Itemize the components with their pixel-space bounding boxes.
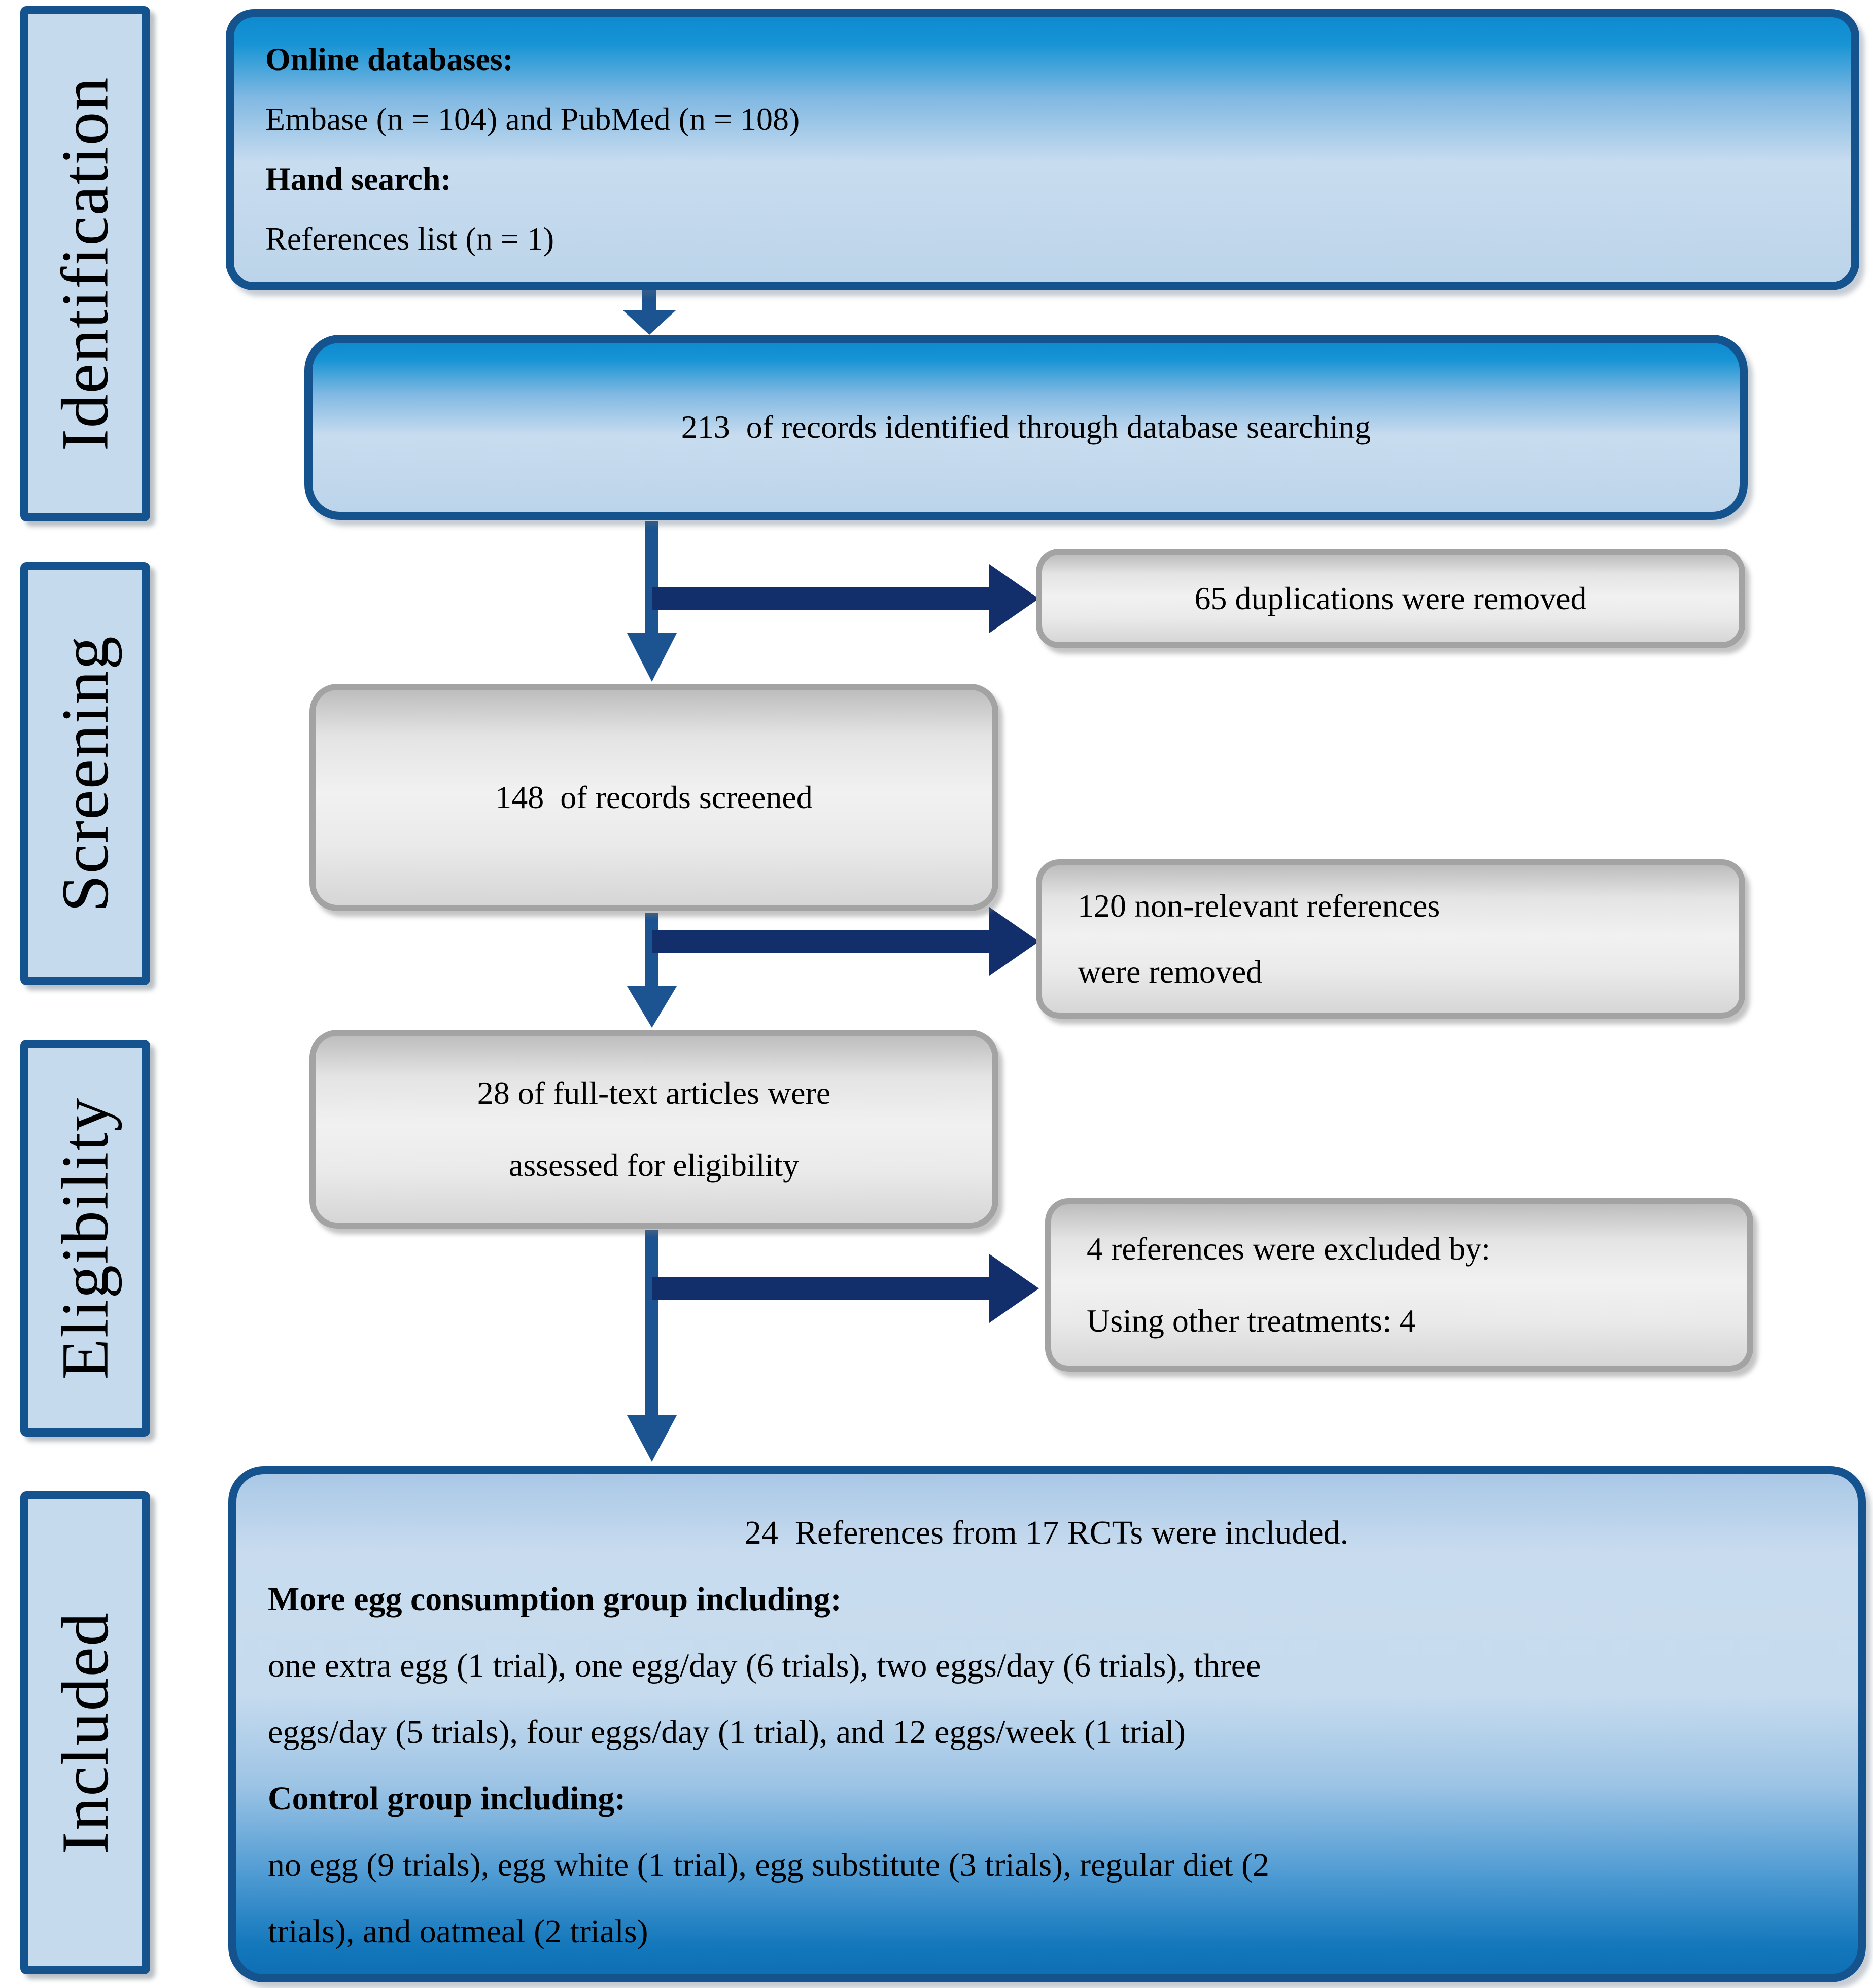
online-databases-value: Embase (n = 104) and PubMed (n = 108) <box>265 101 800 137</box>
included-summary: 24 References from 17 RCTs were included… <box>744 1514 1349 1551</box>
hand-search-value: References list (n = 1) <box>265 221 554 257</box>
arrow-down-fulltext-to-included-icon <box>627 1230 677 1462</box>
records-identified-box: 213 of records identified through databa… <box>304 335 1748 520</box>
stage-identification-label: Identification <box>48 76 123 451</box>
arrow-right-duplications-icon <box>652 564 1039 633</box>
records-screened-text: 148 of records screened <box>495 779 813 815</box>
control-group-text: no egg (9 trials), egg white (1 trial), … <box>268 1846 1269 1950</box>
nonrelevant-removed-box: 120 non-relevant references were removed <box>1036 859 1745 1019</box>
stage-screening: Screening <box>20 562 150 985</box>
control-group-label: Control group including: <box>268 1780 626 1817</box>
duplications-removed-box: 65 duplications were removed <box>1036 549 1745 648</box>
stage-screening-label: Screening <box>48 635 122 912</box>
arrow-right-excluded-icon <box>652 1254 1039 1323</box>
stage-eligibility-label: Eligibility <box>48 1097 123 1380</box>
hand-search-label: Hand search: <box>265 161 452 197</box>
arrow-down-sources-to-identified-icon <box>623 289 676 335</box>
sources-box: Online databases: Embase (n = 104) and P… <box>226 9 1859 290</box>
fulltext-assessed-text: 28 of full-text articles were assessed f… <box>477 1075 831 1183</box>
more-group-text: one extra egg (1 trial), one egg/day (6 … <box>268 1647 1261 1751</box>
more-group-label: More egg consumption group including: <box>268 1581 842 1618</box>
excluded-box: 4 references were excluded by: Using oth… <box>1045 1198 1753 1372</box>
arrow-down-screened-to-fulltext-icon <box>627 913 677 1028</box>
stage-identification: Identification <box>20 6 150 521</box>
excluded-text: 4 references were excluded by: Using oth… <box>1087 1231 1490 1339</box>
duplications-removed-text: 65 duplications were removed <box>1194 580 1587 616</box>
arrow-down-identified-to-screened-icon <box>627 521 677 682</box>
fulltext-assessed-box: 28 of full-text articles were assessed f… <box>309 1030 998 1229</box>
stage-eligibility: Eligibility <box>20 1040 150 1437</box>
records-identified-text: 213 of records identified through databa… <box>681 409 1371 445</box>
nonrelevant-removed-text: 120 non-relevant references were removed <box>1078 888 1440 990</box>
stage-included: Included <box>20 1491 150 1974</box>
online-databases-label: Online databases: <box>265 41 513 77</box>
records-screened-box: 148 of records screened <box>309 684 998 911</box>
stage-included-label: Included <box>48 1612 122 1854</box>
arrow-right-nonrelevant-icon <box>652 907 1039 976</box>
included-box: 24 References from 17 RCTs were included… <box>228 1466 1866 1982</box>
